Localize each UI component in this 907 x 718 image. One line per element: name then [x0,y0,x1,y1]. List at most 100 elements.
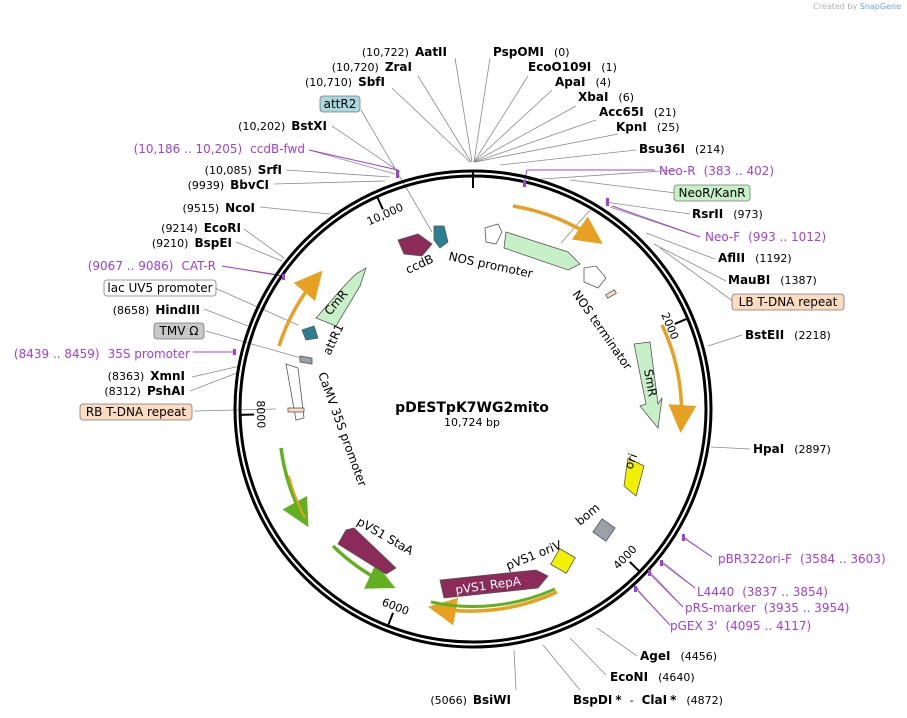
smr-arrow [633,341,663,429]
site-xbai[interactable]: XbaI [578,90,608,104]
primer-pgex-3[interactable]: pGEX 3' [670,619,717,633]
site-clai-star: * [670,693,677,707]
site-agei[interactable]: AgeI [640,649,670,663]
svg-text:(10,720)ZraI: (10,720) ZraI [332,60,412,74]
site-bsu36i[interactable]: Bsu36I [639,142,685,156]
box-attr2[interactable]: attR2 [319,95,361,113]
primer-labels: (10,186 .. 10,205)ccdB-fwd (9067 .. 9086… [14,142,886,633]
svg-text:(5066)BsiWI: (5066) BsiWI [430,693,511,707]
site-ecoo109i[interactable]: EcoO109I [528,60,591,74]
cmr-arrow [315,267,367,327]
site-kpni[interactable]: KpnI [616,120,647,134]
site-bstxi[interactable]: BstXI [291,119,327,133]
box-attr2-label: attR2 [324,97,357,111]
primer-cat-r[interactable]: CAT-R [181,259,216,273]
svg-text:(10,710)SbfI: (10,710) SbfI [305,75,385,89]
svg-text:(8363)XmnI: (8363)XmnI [108,369,185,383]
neo-arc [512,204,603,244]
site-pos: (10,720) [332,61,379,74]
primer-neo-r[interactable]: Neo-R [659,164,696,178]
pvs1-oriv-shape [550,548,576,574]
box-lb-tdna-repeat[interactable]: LB T-DNA repeat [731,293,845,311]
svg-text:Neo-R(383 .. 402): Neo-R (383 .. 402) [659,164,774,178]
svg-text:Neo-F(993 .. 1012): Neo-F (993 .. 1012) [705,230,826,244]
site-pos: (4) [595,76,611,89]
site-bsteii[interactable]: BstEII [745,328,784,342]
box-lac-uv5-label: lac UV5 promoter [107,281,212,295]
site-pos: (10,722) [362,46,409,59]
pvs1-staa-arrow [337,527,397,575]
site-bspei[interactable]: BspEI [194,236,232,250]
svg-text:(10,186 .. 10,205)ccdB-fwd: (10,186 .. 10,205)ccdB-fwd [134,142,305,156]
feature-label-smr: SmR [641,368,660,398]
primer-l4440[interactable]: L4440 [697,585,734,599]
site-pos: (6) [618,91,634,104]
box-neor-kanr[interactable]: NeoR/KanR [673,184,751,202]
feature-label-camv: CaMV 35S promoter [315,370,369,488]
primer-neo-f[interactable]: Neo-F [705,230,740,244]
site-pspomi[interactable]: PspOMI [493,45,544,59]
site-clai[interactable]: ClaI [642,693,667,707]
nos-promoter-arrow [503,231,581,271]
site-pos: (5066) [430,694,467,707]
tick-label: 10,000 [365,201,405,229]
lb-repeat-mark [605,289,617,299]
site-zrai[interactable]: ZraI [385,60,412,74]
camv-promoter-shape [285,363,305,421]
site-aflii[interactable]: AflII [718,251,745,265]
site-pshai[interactable]: PshAI [147,384,185,398]
svg-text:MauBI(1387): MauBI (1387) [728,273,817,287]
camv-arc [279,447,309,528]
site-ncoi[interactable]: NcoI [225,201,255,215]
site-bspdi-star: * [615,693,622,707]
site-xmni[interactable]: XmnI [150,369,185,383]
svg-text:BstEII(2218): BstEII(2218) [745,328,831,342]
primer-prs-marker[interactable]: pRS-marker [685,601,756,615]
site-pos: (9515) [183,202,220,215]
cmr-arc [277,270,323,347]
site-rsrii[interactable]: RsrII [692,207,723,221]
site-pos: (1) [601,61,617,74]
box-lac-uv5-promoter[interactable]: lac UV5 promoter [103,279,217,297]
site-maubi[interactable]: MauBI [728,273,770,287]
svg-text:(8312)PshAI: (8312)PshAI [104,384,185,398]
box-tmv-label: TMV Ω [159,324,199,338]
svg-text:(8439 .. 8459)35S promoter: (8439 .. 8459)35S promoter [14,347,190,361]
primer-35s-promoter[interactable]: 35S promoter [108,347,190,361]
primer-range: (383 .. 402) [704,164,774,178]
svg-text:(8658)HindIII: (8658)HindIII [113,303,200,317]
tick-mark [629,561,641,573]
site-aatii[interactable]: AatII [415,45,447,59]
site-econi[interactable]: EcoNI [610,670,648,684]
site-bsiwi[interactable]: BsiWI [473,693,511,707]
site-pos: (214) [695,143,725,156]
site-sbfi[interactable]: SbfI [358,75,385,89]
site-hindiii[interactable]: HindIII [155,303,200,317]
site-hpai[interactable]: HpaI [753,442,784,456]
box-tmv-omega[interactable]: TMV Ω [153,322,205,340]
smr-arc [660,324,697,433]
backbone-outer [233,169,713,649]
box-neor-label: NeoR/KanR [678,186,745,200]
site-srfi[interactable]: SrfI [258,163,282,177]
feature-label-pvs1-oriv: pVS1 oriV [504,538,564,573]
site-pos: (9939) [188,179,225,192]
primer-pbr322ori-f[interactable]: pBR322ori-F [718,552,792,566]
primer-range: (993 .. 1012) [748,230,826,244]
site-apai[interactable]: ApaI [555,75,585,89]
site-pos: (10,710) [305,76,352,89]
primer-ccdb-fwd[interactable]: ccdB-fwd [250,142,305,156]
tick-mark [386,612,394,627]
site-acc65i[interactable]: Acc65I [599,105,644,119]
snapgene-credit: Created by SnapGene [813,2,901,11]
repa-arc [428,590,558,626]
svg-text:KpnI(25): KpnI(25) [616,120,680,134]
box-rb-tdna-repeat[interactable]: RB T-DNA repeat [79,403,193,421]
svg-text:(9515)NcoI: (9515) NcoI [183,201,255,215]
site-bspdi[interactable]: BspDI [573,693,612,707]
svg-text:XbaI(6): XbaI (6) [578,90,634,104]
site-pos: (1387) [780,274,817,287]
site-bbvci[interactable]: BbvCI [230,178,269,192]
site-ecori[interactable]: EcoRI [204,221,241,235]
